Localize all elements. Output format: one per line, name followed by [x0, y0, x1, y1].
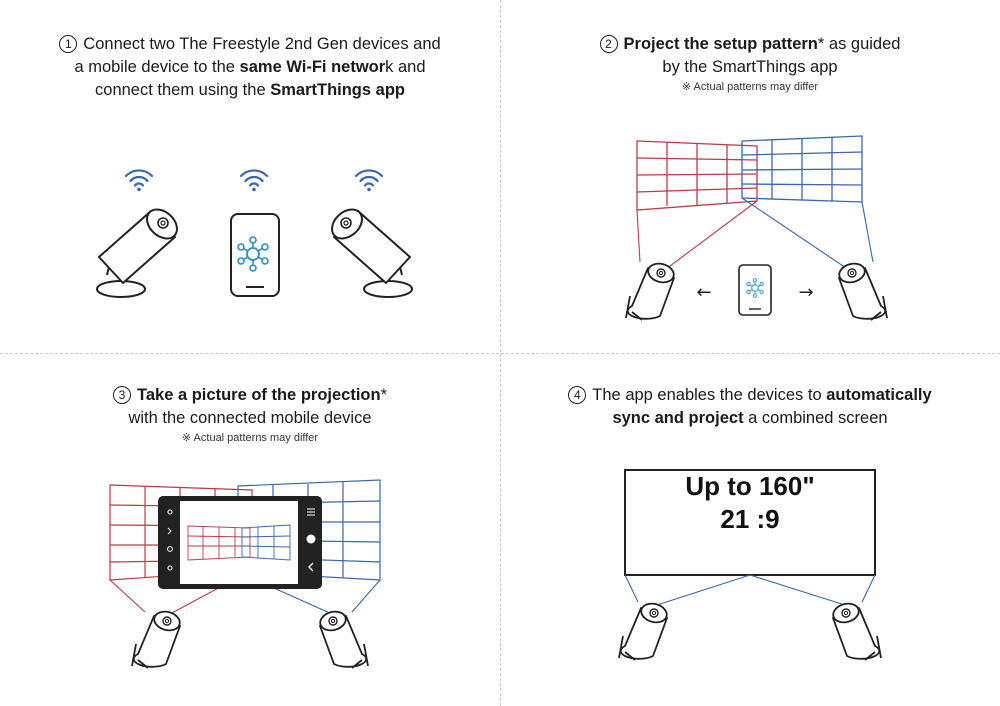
caption-bold: Take a picture of the projection	[137, 386, 381, 404]
back-icon	[308, 562, 314, 572]
caption-text: by the SmartThings app	[662, 58, 838, 76]
wifi-icon	[239, 169, 269, 193]
step-4-illustration	[618, 469, 882, 661]
projector-icon	[618, 600, 670, 661]
blue-pattern-grid	[741, 135, 863, 203]
wifi-icon	[124, 169, 154, 193]
caption-bold: SmartThings app	[270, 81, 405, 99]
shutter-button-icon	[306, 534, 316, 544]
step-number: 3	[113, 386, 131, 404]
phone-icon	[230, 213, 280, 297]
projector-icon	[325, 202, 413, 298]
camera-side-icon	[167, 527, 172, 535]
caption-text: with the connected mobile device	[128, 409, 372, 427]
horizontal-divider	[0, 353, 1000, 354]
caption-bold: Project the setup pattern	[623, 35, 818, 53]
wifi-icon	[354, 169, 384, 193]
camera-gallery-icon	[167, 565, 173, 571]
step-number: 1	[59, 35, 78, 53]
step-number: 2	[599, 35, 618, 53]
caption-text: k and	[385, 58, 426, 76]
red-pattern-grid	[636, 140, 758, 211]
pattern-note: ※ Actual patterns may differ	[181, 432, 319, 444]
arrow-right-icon: →	[798, 282, 813, 303]
projector-icon	[625, 260, 677, 321]
step-3-illustration	[109, 479, 381, 669]
camera-settings-icon	[167, 546, 173, 552]
projector-icon	[830, 600, 882, 661]
combined-screen	[624, 469, 876, 576]
projector-icon	[836, 260, 888, 321]
step-2-illustration	[625, 135, 888, 321]
step-number: 4	[568, 386, 587, 404]
caption-text: * as guided	[817, 35, 901, 53]
camera-home-icon	[167, 509, 173, 515]
step-2-caption: 2 Project the setup pattern* as guided by…	[520, 33, 980, 95]
step-1-illustration	[96, 169, 413, 298]
caption-text: The app enables the devices to	[592, 386, 827, 404]
caption-text: a combined screen	[743, 409, 888, 427]
phone-screen	[180, 501, 298, 584]
screen-size-text: Up to 160"	[685, 471, 815, 501]
caption-bold: same Wi-Fi networ	[239, 58, 386, 76]
projector-icon	[131, 608, 183, 669]
caption-text: *	[380, 386, 387, 404]
caption-text: a mobile device to the	[74, 58, 240, 76]
step-4-caption: 4 The app enables the devices to automati…	[520, 384, 980, 430]
aspect-ratio-text: 21 :9	[720, 504, 780, 534]
arrow-left-icon: ←	[696, 282, 711, 303]
phone-icon	[738, 264, 772, 316]
caption-text: Connect two The Freestyle 2nd Gen device…	[83, 35, 441, 53]
screen-size-label: Up to 160" 21 :9	[625, 470, 875, 536]
projector-icon	[96, 202, 184, 298]
pattern-note: ※ Actual patterns may differ	[681, 81, 819, 93]
step-1-caption: 1 Connect two The Freestyle 2nd Gen devic…	[20, 33, 480, 102]
caption-bold: automatically	[826, 386, 932, 404]
caption-bold: sync and project	[612, 409, 744, 427]
projector-icon	[317, 608, 369, 669]
menu-icon	[307, 508, 315, 516]
caption-text: connect them using the	[95, 81, 271, 99]
step-3-caption: 3 Take a picture of the projection* with …	[20, 384, 480, 446]
